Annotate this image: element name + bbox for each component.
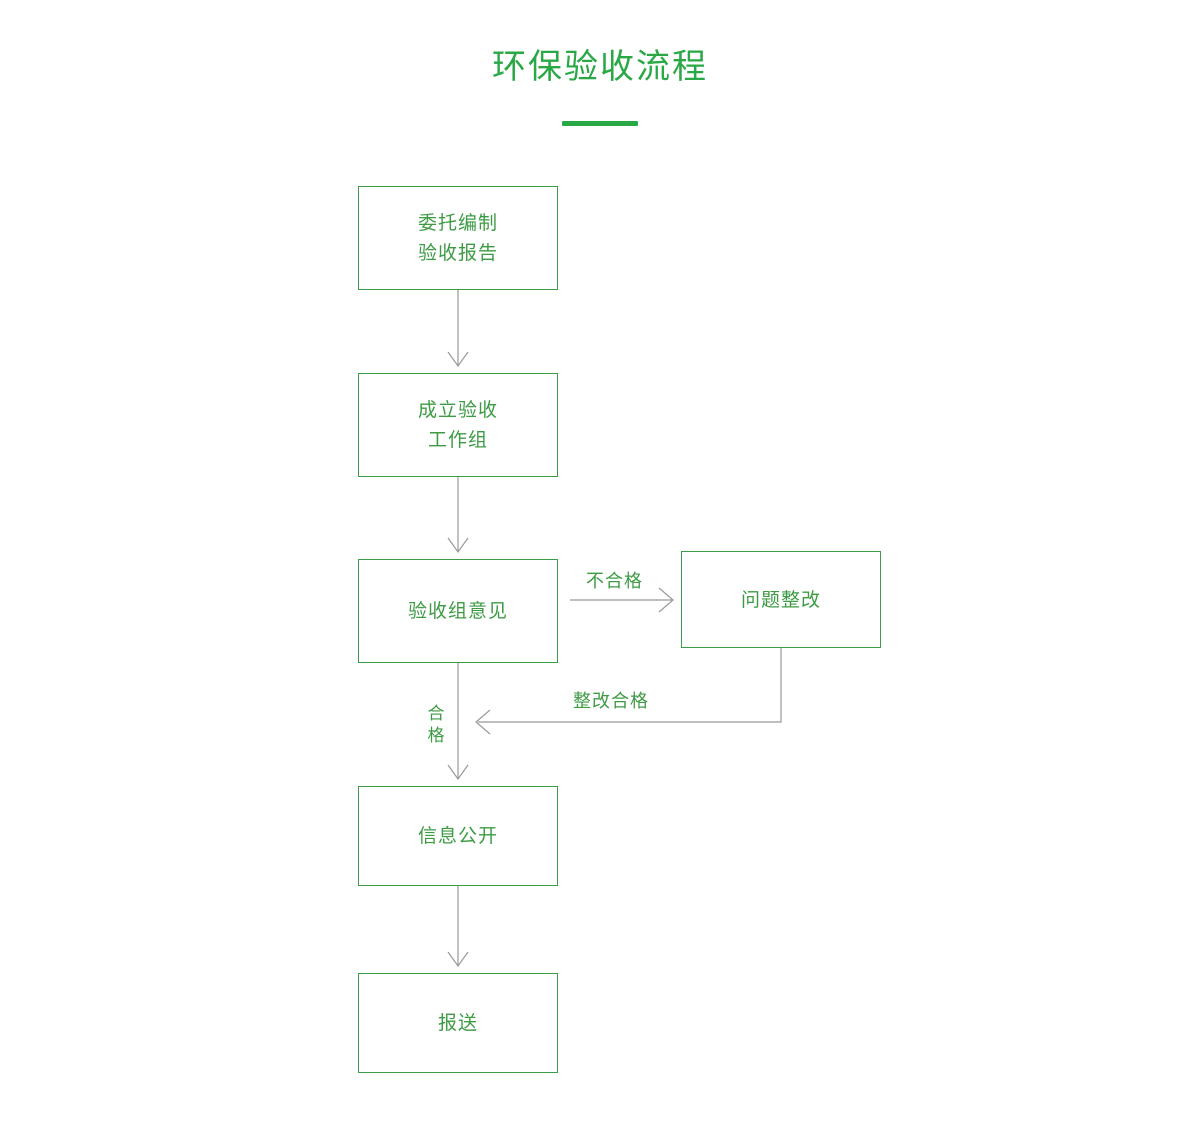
flow-node-rectify[interactable]: 问题整改 [681, 551, 881, 648]
title-underline [562, 121, 638, 126]
flow-node-team[interactable]: 成立验收 工作组 [358, 373, 558, 477]
edge-label-pass: 合格 [427, 704, 445, 746]
edge-label-fail: 不合格 [586, 571, 643, 592]
flow-node-submit[interactable]: 报送 [358, 973, 558, 1073]
flow-node-entrust-label: 委托编制 验收报告 [417, 212, 498, 264]
arrowhead-entrust-team [447, 351, 469, 368]
page-title: 环保验收流程 [492, 47, 708, 87]
arrowhead-publish-submit [447, 951, 469, 968]
arrowhead-team-opinion [447, 537, 469, 554]
arrowhead-rectify-return [475, 709, 491, 735]
flow-node-publish[interactable]: 信息公开 [358, 786, 558, 886]
flow-node-rectify-label: 问题整改 [740, 588, 821, 611]
flow-node-publish-label: 信息公开 [417, 825, 498, 847]
flow-node-entrust[interactable]: 委托编制 验收报告 [358, 186, 558, 290]
flow-node-opinion-label: 验收组意见 [407, 600, 508, 622]
flow-node-team-label: 成立验收 工作组 [417, 399, 498, 451]
arrowhead-opinion-rectify [658, 587, 674, 613]
flow-node-submit-label: 报送 [437, 1012, 478, 1034]
arrowhead-opinion-publish [447, 764, 469, 781]
edge-label-rectified-pass: 整改合格 [573, 691, 649, 712]
flow-node-opinion[interactable]: 验收组意见 [358, 559, 558, 663]
